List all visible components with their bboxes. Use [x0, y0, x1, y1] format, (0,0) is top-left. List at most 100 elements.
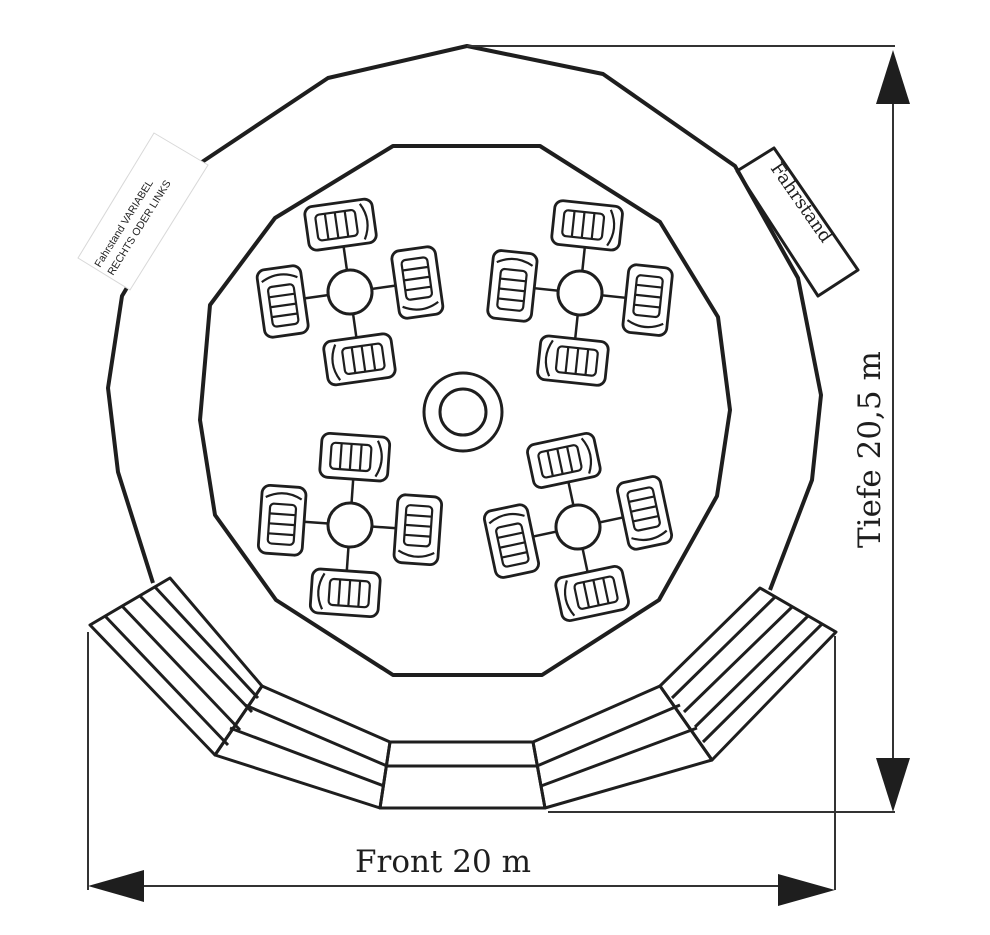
ride-car: [550, 199, 624, 252]
seat-divider: [402, 265, 429, 272]
depth-label: Tiefe 20,5 m: [852, 351, 888, 548]
ride-car: [255, 264, 310, 339]
seat-divider: [546, 450, 554, 477]
cluster-arm: [486, 249, 581, 323]
seat-divider: [498, 287, 525, 293]
car-front-bar: [626, 319, 664, 329]
seat-divider: [635, 293, 662, 299]
ride-car: [616, 475, 674, 551]
car-shell: [322, 332, 397, 387]
cluster-arm: [577, 475, 674, 551]
car-front-bar: [374, 440, 383, 478]
car-front-bar: [606, 209, 616, 247]
seat-divider: [499, 541, 526, 549]
car-front-bar: [358, 203, 369, 240]
seat-divider: [323, 213, 330, 240]
cluster-hub: [326, 268, 374, 316]
car-front-bar: [402, 300, 439, 311]
seat-divider: [570, 210, 576, 237]
seat-divider: [636, 283, 663, 289]
center-column: [422, 371, 504, 453]
seat-divider: [268, 292, 295, 299]
seat-divider: [628, 495, 655, 503]
ride-car: [621, 263, 674, 337]
car-cluster: [482, 431, 674, 623]
car-cluster: [256, 431, 444, 619]
seat-divider: [358, 444, 363, 471]
ride-car: [322, 332, 397, 387]
cluster-arm: [482, 503, 579, 579]
seat-divider: [501, 551, 528, 559]
car-front-bar: [544, 339, 554, 377]
ride-car: [486, 249, 539, 323]
seat-divider: [584, 349, 590, 376]
seat-divider: [499, 277, 527, 283]
seat-divider: [630, 505, 657, 513]
cluster-arm: [349, 493, 444, 567]
seat-divider: [633, 303, 661, 309]
car-shell: [526, 431, 602, 489]
seat-divider: [337, 579, 342, 606]
seat-divider: [565, 446, 574, 473]
arm-bar: [579, 291, 632, 300]
car-shell: [550, 199, 624, 252]
front-steps: [88, 576, 838, 810]
seat-divider: [592, 579, 600, 606]
front-dimension: Front 20 m: [87, 632, 836, 906]
car-cluster: [255, 197, 445, 387]
car-shell: [255, 264, 310, 339]
seat-divider: [357, 580, 362, 607]
cluster-arm: [322, 291, 397, 387]
car-front-bar: [488, 512, 525, 525]
car-shell: [303, 197, 378, 252]
cluster-arm: [579, 263, 674, 337]
car-shell: [616, 475, 674, 551]
arm-bar: [349, 523, 402, 530]
cluster-hub: [556, 269, 604, 317]
front-arrow-left: [88, 870, 144, 902]
seat-divider: [574, 348, 580, 375]
seat-divider: [590, 212, 596, 240]
seat-divider: [582, 581, 591, 608]
seat-divider: [632, 514, 659, 523]
seat-divider: [497, 297, 524, 303]
seat-divider: [405, 285, 432, 292]
ride-car: [554, 565, 630, 623]
car-shell: [390, 245, 445, 320]
car-front-bar: [261, 273, 298, 284]
ride-car: [526, 431, 602, 489]
seat-divider: [370, 344, 377, 371]
seat-divider: [497, 531, 524, 540]
car-front-bar: [397, 549, 435, 558]
cluster-arm: [550, 199, 624, 294]
seat-divider: [347, 580, 352, 607]
ride-car: [392, 493, 444, 567]
car-front-bar: [331, 344, 342, 381]
seat-divider: [556, 448, 564, 475]
car-cluster: [486, 199, 674, 387]
depth-dimension: Tiefe 20,5 m: [467, 45, 910, 813]
seat-divider: [403, 275, 430, 282]
cluster-hub: [326, 501, 374, 549]
seat-divider: [333, 212, 340, 239]
ride-car: [390, 245, 445, 320]
car-front-bar: [563, 580, 576, 617]
seat-divider: [580, 211, 586, 238]
car-clusters: [255, 197, 674, 623]
operator-stand-left: Fahrstand VARIABEL RECHTS ODER LINKS: [77, 132, 209, 291]
seat-divider: [602, 577, 610, 604]
ride-car: [536, 334, 610, 387]
car-front-bar: [496, 257, 534, 267]
seat-divider: [564, 346, 570, 374]
depth-arrow-top: [876, 50, 910, 104]
car-shell: [482, 503, 540, 579]
car-front-bar: [631, 529, 668, 542]
seat-divider: [350, 347, 357, 374]
cluster-arm: [303, 197, 378, 293]
seat-divider: [270, 302, 297, 309]
seat-divider: [343, 210, 350, 237]
seat-divider: [404, 533, 431, 538]
ride-car: [308, 567, 382, 619]
